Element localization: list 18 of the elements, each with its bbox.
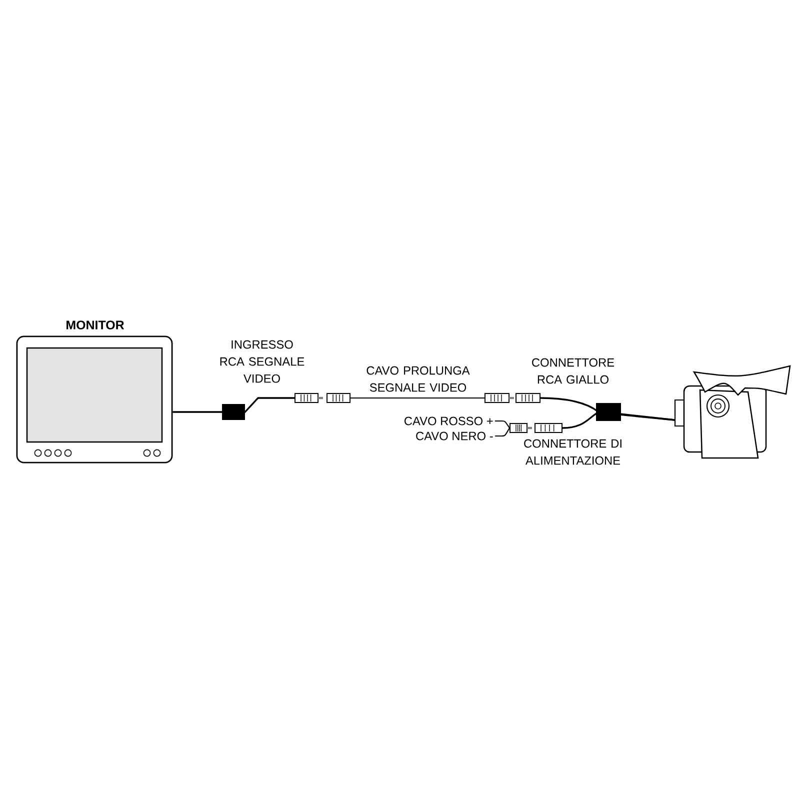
cable [495,420,510,428]
connector-label: CONNETTORE RCA GIALLO [532,358,614,384]
rca-plug-drawing [484,393,514,403]
cable [350,397,485,399]
rca-plug-drawing [534,423,562,433]
camera-drawing [674,365,791,459]
connector-label: INGRESSO RCA SEGNALE VIDEO [220,340,304,383]
wire-label: CAVO ROSSO + [404,416,493,426]
rca-plug-drawing [326,393,350,403]
edge-label: CAVO PROLUNGA SEGNALE VIDEO [366,366,470,392]
cable [495,428,510,437]
rca-plug-drawing [294,393,323,403]
connector-label: CONNETTORE DI ALIMENTAZIONE [524,439,622,465]
wire-label: CAVO NERO - [416,432,493,440]
rca-plug-drawing [516,393,540,403]
rca-plug-drawing [510,423,532,433]
monitor-label: MONITOR [66,320,124,330]
cable [172,397,295,413]
